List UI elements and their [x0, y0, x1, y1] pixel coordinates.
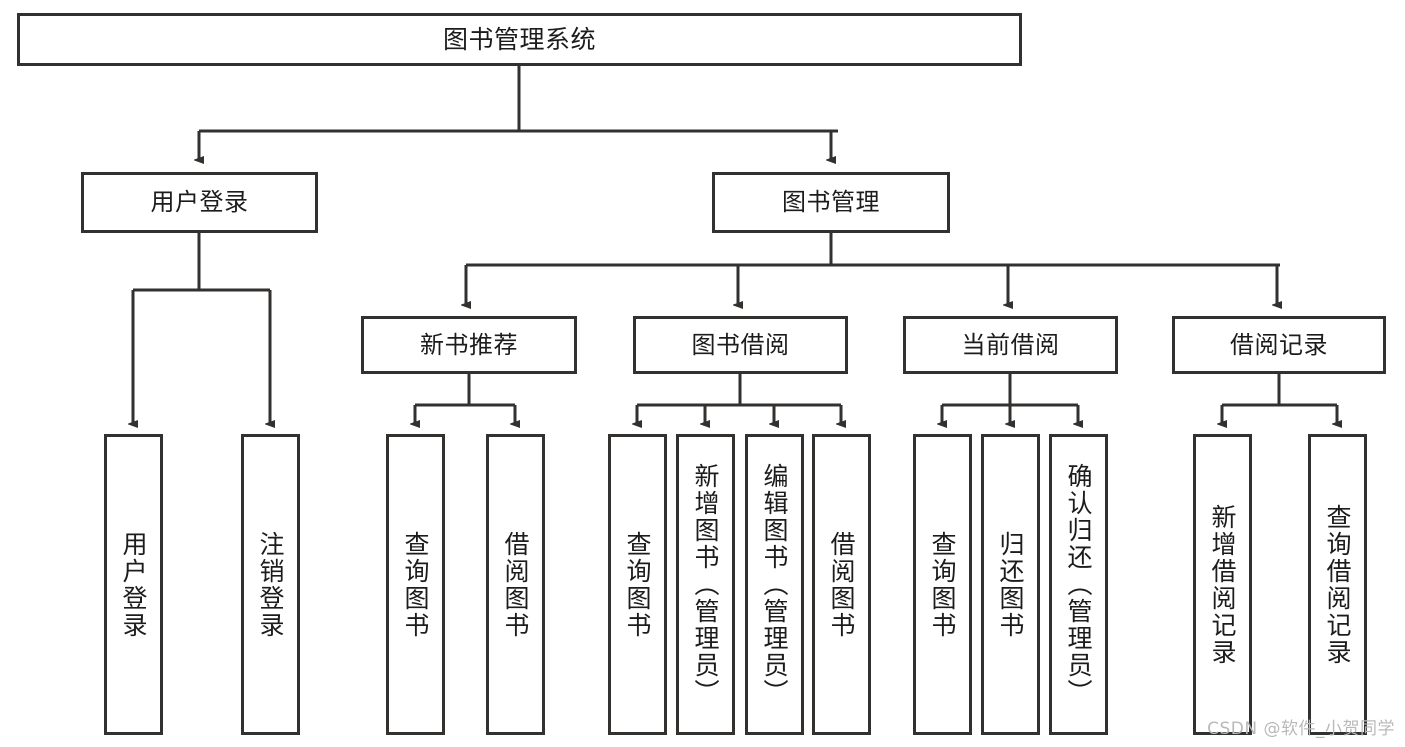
- node-leaf-query-book-1[interactable]: 查询图书: [386, 434, 445, 735]
- node-new-book-recommend[interactable]: 新书推荐: [361, 316, 577, 374]
- node-book-borrow[interactable]: 图书借阅: [633, 316, 848, 374]
- node-leaf-add-book[interactable]: 新增图书（管理员）: [676, 434, 735, 735]
- node-label: 新增图书（管理员）: [691, 463, 720, 706]
- node-leaf-confirm-return[interactable]: 确认归还（管理员）: [1049, 434, 1108, 735]
- node-label: 查询借阅记录: [1323, 503, 1352, 666]
- node-leaf-query-record[interactable]: 查询借阅记录: [1308, 434, 1367, 735]
- node-leaf-borrow-book-1[interactable]: 借阅图书: [486, 434, 545, 735]
- node-leaf-logout[interactable]: 注销登录: [241, 434, 300, 735]
- node-label: 用户登录: [119, 530, 148, 639]
- node-label: 图书管理: [782, 188, 880, 217]
- node-label: 借阅图书: [501, 530, 530, 639]
- node-root-system[interactable]: 图书管理系统: [17, 13, 1022, 66]
- node-leaf-query-book-3[interactable]: 查询图书: [913, 434, 972, 735]
- node-leaf-return-book[interactable]: 归还图书: [981, 434, 1040, 735]
- node-label: 查询图书: [928, 530, 957, 639]
- node-user-login[interactable]: 用户登录: [81, 172, 318, 233]
- node-leaf-user-login[interactable]: 用户登录: [104, 434, 163, 735]
- node-label: 当前借阅: [961, 330, 1060, 359]
- csdn-watermark: CSDN @软件_小贺同学: [1207, 719, 1395, 739]
- node-label: 查询图书: [623, 530, 652, 639]
- node-label: 图书借阅: [691, 330, 790, 359]
- node-borrow-record[interactable]: 借阅记录: [1172, 316, 1386, 374]
- node-leaf-add-record[interactable]: 新增借阅记录: [1193, 434, 1252, 735]
- node-label: 借阅记录: [1230, 330, 1328, 359]
- node-leaf-query-book-2[interactable]: 查询图书: [608, 434, 667, 735]
- node-current-borrow[interactable]: 当前借阅: [903, 316, 1118, 374]
- node-label: 新增借阅记录: [1208, 503, 1237, 666]
- node-label: 新书推荐: [420, 330, 518, 359]
- node-label: 注销登录: [256, 530, 285, 639]
- node-book-manage[interactable]: 图书管理: [712, 172, 950, 233]
- node-label: 借阅图书: [827, 530, 856, 639]
- node-label: 用户登录: [150, 188, 249, 217]
- node-label: 归还图书: [996, 530, 1025, 639]
- node-label: 编辑图书（管理员）: [760, 463, 789, 706]
- node-label: 图书管理系统: [442, 24, 596, 54]
- node-leaf-edit-book[interactable]: 编辑图书（管理员）: [745, 434, 804, 735]
- node-leaf-borrow-book-2[interactable]: 借阅图书: [812, 434, 871, 735]
- node-label: 查询图书: [401, 530, 430, 639]
- node-label: 确认归还（管理员）: [1064, 463, 1093, 706]
